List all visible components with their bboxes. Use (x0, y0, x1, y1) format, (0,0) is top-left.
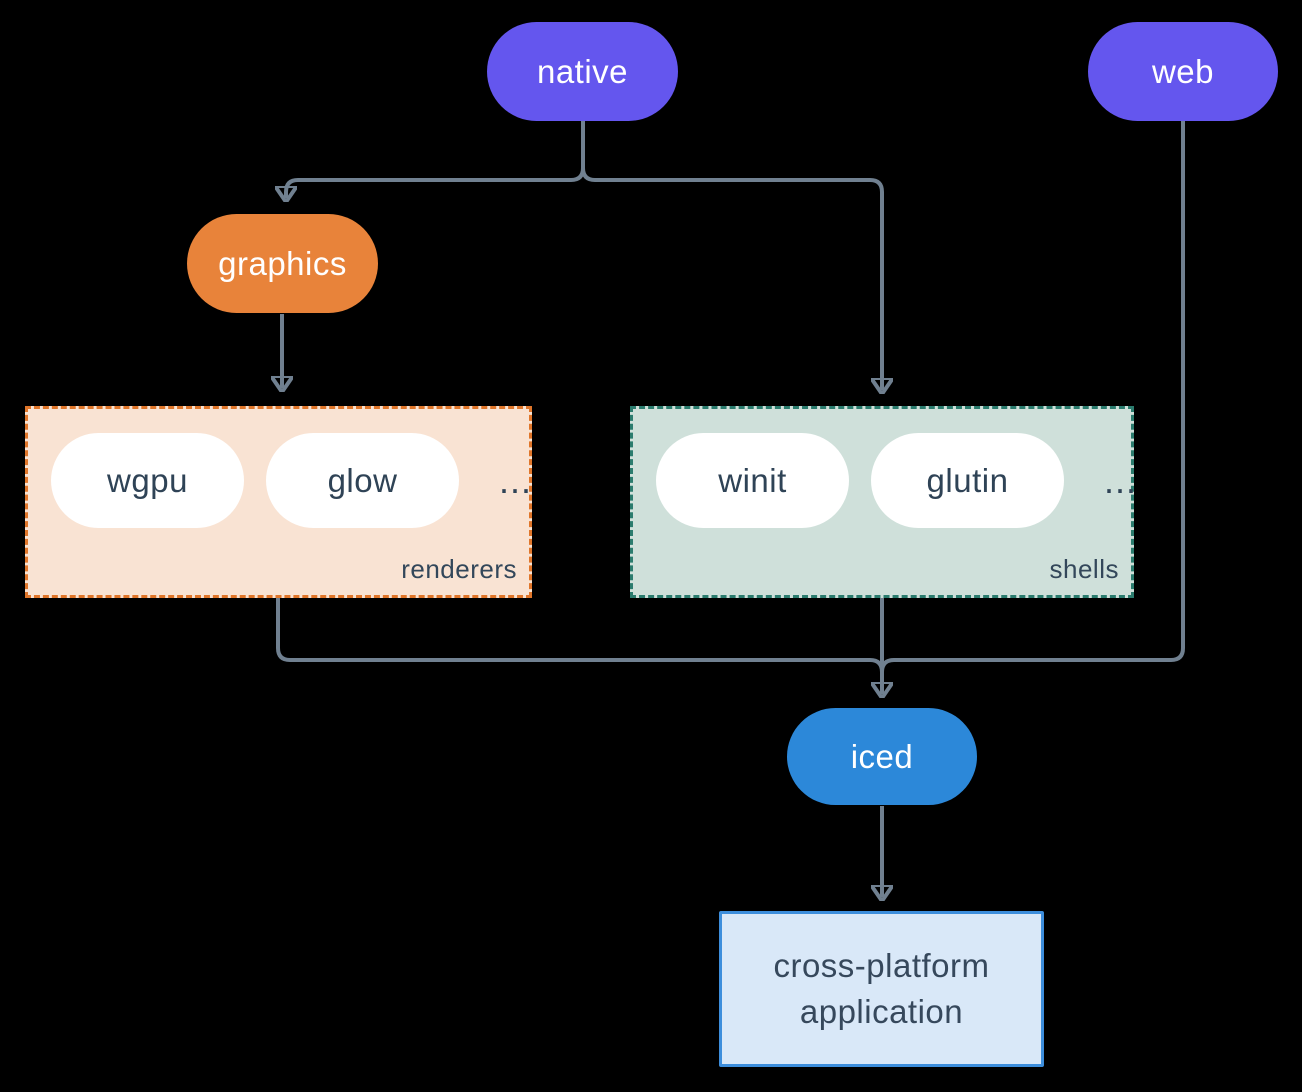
group-renderers-label: renderers (401, 554, 517, 584)
node-graphics-label: graphics (218, 244, 347, 282)
node-native-label: native (536, 52, 629, 90)
node-cross-platform-application: cross-platform application (719, 911, 1044, 1067)
node-glow-label: glow (327, 461, 398, 499)
edge-native-shells (581, 121, 882, 390)
node-native: native (487, 22, 678, 121)
renderers-ellipsis: ... (499, 459, 533, 501)
application-label-line-1: cross-platform (773, 947, 990, 984)
application-label-line-2: application (799, 993, 964, 1030)
group-shells: winit glutin ... shells (630, 406, 1137, 598)
node-wgpu: wgpu (51, 433, 244, 528)
node-winit-label: winit (718, 461, 787, 499)
node-glow: glow (266, 433, 459, 528)
node-web-label: web (1151, 52, 1215, 90)
node-wgpu-label: wgpu (107, 461, 188, 499)
node-glutin: glutin (871, 433, 1064, 528)
shells-chip-row: winit glutin ... (656, 433, 1137, 528)
node-winit: winit (656, 433, 849, 528)
group-shells-label: shells (1049, 554, 1119, 584)
node-iced: iced (787, 708, 977, 805)
node-web: web (1088, 22, 1278, 121)
node-iced-label: iced (850, 737, 914, 775)
renderers-chip-row: wgpu glow ... (51, 433, 532, 528)
group-renderers: wgpu glow ... renderers (25, 406, 532, 598)
node-graphics: graphics (187, 214, 378, 313)
node-glutin-label: glutin (926, 461, 1009, 499)
edge-renderers-iced (276, 598, 884, 673)
shells-ellipsis: ... (1104, 459, 1138, 501)
edge-native-graphics (286, 121, 585, 198)
